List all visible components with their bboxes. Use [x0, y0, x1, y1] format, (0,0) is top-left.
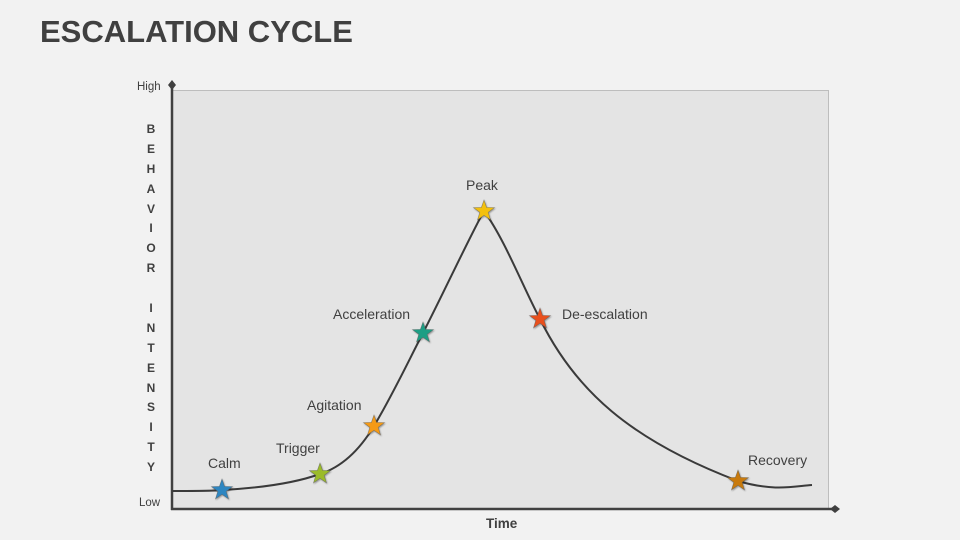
- stage-label-de-escalation: De-escalation: [562, 306, 648, 322]
- stage-label-peak: Peak: [466, 177, 498, 193]
- x-axis-title: Time: [486, 516, 518, 531]
- stage-label-calm: Calm: [208, 455, 241, 471]
- star-icon-trigger: [308, 462, 332, 484]
- star-icon-peak: [472, 199, 496, 221]
- y-axis-low-label: Low: [139, 497, 161, 509]
- y-axis-high-label: High: [137, 81, 161, 93]
- star-icon-acceleration: [411, 321, 435, 343]
- stage-label-recovery: Recovery: [748, 452, 808, 468]
- plot-area: [172, 90, 829, 509]
- star-icon-agitation: [362, 414, 386, 436]
- star-icon-de-escalation: [528, 307, 552, 329]
- stage-label-trigger: Trigger: [276, 440, 320, 456]
- page-title: ESCALATION CYCLE: [40, 14, 353, 49]
- star-icon-recovery: [726, 469, 750, 491]
- y-axis-arrow-icon: [168, 80, 176, 90]
- stage-label-agitation: Agitation: [307, 397, 362, 413]
- y-axis-title: B E H A V I O R I N T E N S I T Y: [146, 122, 156, 475]
- star-icon-calm: [210, 478, 234, 500]
- stage-label-acceleration: Acceleration: [333, 306, 411, 322]
- x-axis-arrow-icon: [830, 505, 840, 513]
- escalation-curve: [171, 209, 813, 492]
